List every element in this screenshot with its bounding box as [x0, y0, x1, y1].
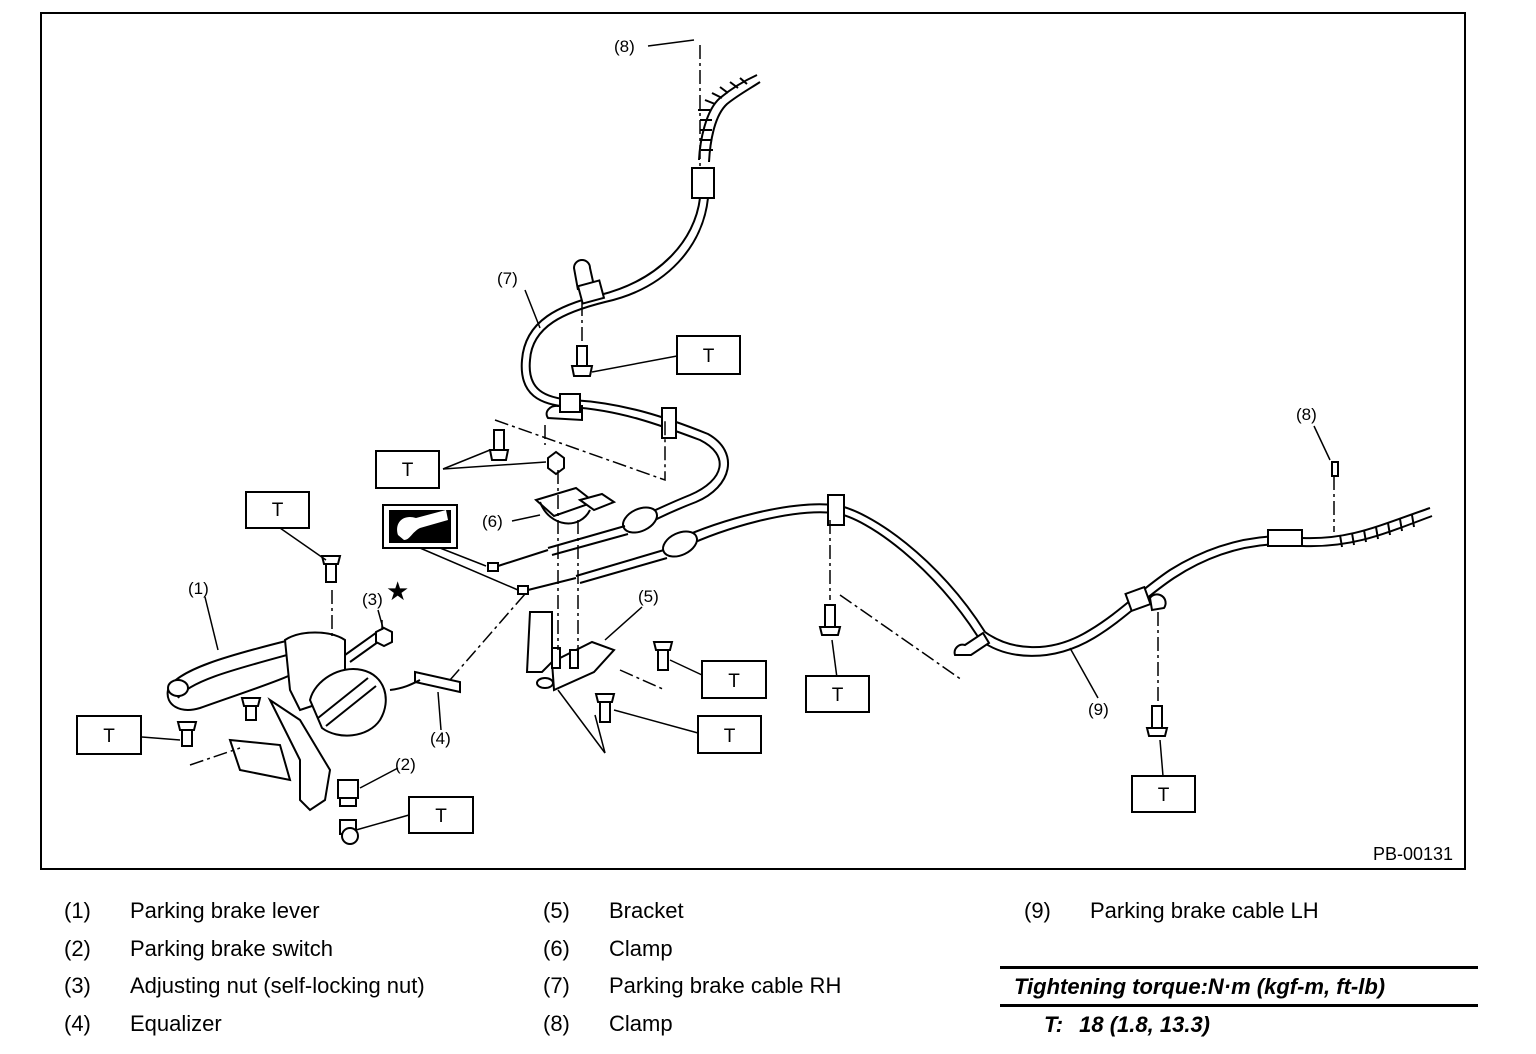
- clamp: [533, 486, 617, 525]
- legend-number: (1): [64, 898, 91, 923]
- legend-number: (6): [543, 936, 570, 961]
- legend-text: Clamp: [609, 936, 673, 961]
- bolt-icon: [818, 604, 842, 636]
- bolt-icon: [652, 641, 674, 671]
- torque-box-label: T: [832, 685, 844, 706]
- callouts: (8) (7) (6) (1) (3) ★ (4) (2) (5) (9) (8…: [188, 37, 1453, 864]
- bolt-icon: [488, 429, 510, 461]
- bolt-icon: [320, 555, 342, 583]
- legend-text: Bracket: [609, 898, 684, 923]
- torque-box: T: [697, 715, 762, 754]
- torque-marks: T T T T T T T T T: [76, 335, 1196, 834]
- torque-box-label: T: [1158, 785, 1170, 806]
- torque-box-label: T: [724, 726, 736, 747]
- parking-brake-lever: [166, 629, 387, 812]
- torque-box: T: [676, 335, 741, 375]
- legend-text: Parking brake cable LH: [1090, 898, 1319, 923]
- callout-6: (6): [482, 512, 503, 531]
- legend-text: Clamp: [609, 1011, 673, 1036]
- adjusting-nut: [375, 626, 393, 648]
- legend-number: (5): [543, 898, 570, 923]
- bolt-icon: [570, 345, 594, 377]
- callout-9: (9): [1088, 700, 1109, 719]
- legend-number: (7): [543, 973, 570, 998]
- star-mark: ★: [386, 576, 409, 606]
- bolt-icon: [176, 721, 198, 747]
- legend-number: (2): [64, 936, 91, 961]
- bolt-icon: [551, 647, 561, 669]
- bolt-icon: [547, 450, 565, 476]
- torque-box: T: [375, 450, 440, 489]
- assembly-lines: [189, 45, 1335, 766]
- legend-text: Parking brake lever: [130, 898, 320, 923]
- callout-3: (3): [362, 590, 383, 609]
- leader-lines: [141, 39, 1331, 831]
- callout-7: (7): [497, 269, 518, 288]
- legend-number: (4): [64, 1011, 91, 1036]
- torque-box: T: [701, 660, 767, 699]
- legend-text: Parking brake switch: [130, 936, 333, 961]
- torque-rule-top: [1000, 966, 1478, 969]
- torque-box: T: [245, 491, 310, 529]
- bolt-icon: [1145, 705, 1169, 737]
- callout-4: (4): [430, 729, 451, 748]
- legend-number: (3): [64, 973, 91, 998]
- legend-text: Equalizer: [130, 1011, 222, 1036]
- torque-box: T: [805, 675, 870, 713]
- torque-box: T: [76, 715, 142, 755]
- legend-number: (9): [1024, 898, 1051, 923]
- legend-text: Adjusting nut (self-locking nut): [130, 973, 425, 998]
- parking-brake-cable-rh: [487, 74, 761, 572]
- torque-box-label: T: [435, 806, 447, 827]
- bolt-icon: [594, 693, 616, 723]
- torque-box-label: T: [402, 460, 414, 481]
- callout-8: (8): [614, 37, 635, 56]
- callout-5: (5): [638, 587, 659, 606]
- equalizer: [389, 670, 461, 694]
- parking-brake-switch: [337, 779, 359, 807]
- bracket: [525, 611, 616, 692]
- torque-box: T: [408, 796, 474, 834]
- torque-value-row: T: 18 (1.8, 13.3): [1044, 1012, 1210, 1038]
- special-tool-icon: [382, 504, 458, 549]
- figure-code: PB-00131: [1373, 844, 1453, 864]
- bolt-icon: [339, 819, 359, 845]
- torque-heading: Tightening torque:N·m (kgf-m, ft-lb): [1014, 974, 1386, 999]
- torque-box: T: [1131, 775, 1196, 813]
- parking-brake-cable-lh: [517, 461, 1433, 657]
- torque-symbol: T:: [1044, 1012, 1064, 1037]
- legend-text: Parking brake cable RH: [609, 973, 842, 998]
- callout-2: (2): [395, 755, 416, 774]
- callout-1: (1): [188, 579, 209, 598]
- torque-box-label: T: [728, 671, 740, 692]
- bolts: [176, 345, 1169, 845]
- legend-number: (8): [543, 1011, 570, 1036]
- torque-value: 18 (1.8, 13.3): [1079, 1012, 1211, 1037]
- torque-box-label: T: [103, 726, 115, 747]
- bolt-icon: [240, 697, 262, 721]
- torque-box-label: T: [703, 346, 715, 367]
- diagram-frame: [40, 12, 1466, 870]
- callout-8b: (8): [1296, 405, 1317, 424]
- torque-box-label: T: [272, 500, 284, 521]
- torque-rule-middle: [1000, 1004, 1478, 1007]
